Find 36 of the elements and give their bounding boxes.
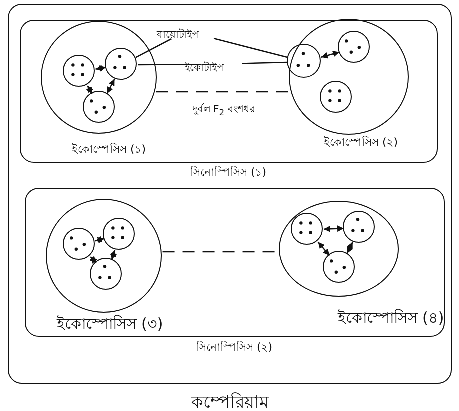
leader-label: বায়োটাইপ bbox=[157, 30, 199, 41]
ecotype-circle bbox=[90, 258, 122, 290]
group-caption: সিনোস্পিসিস (২) bbox=[196, 340, 273, 356]
ecotype-circle bbox=[342, 210, 374, 242]
ecotype-circle bbox=[62, 228, 94, 260]
ecospecies-caption: ইকোস্পেসিস (২) bbox=[324, 135, 398, 151]
arrow bbox=[106, 78, 116, 94]
arrow bbox=[96, 65, 106, 72]
leader-line bbox=[242, 62, 288, 64]
leader-line bbox=[138, 64, 186, 66]
ecotype-circle bbox=[290, 212, 322, 244]
ecospecies-caption: ইকোস্পোসিস (৪) bbox=[338, 308, 444, 329]
ecospecies-caption: ইকোস্পেসিস (১) bbox=[72, 142, 146, 158]
ecotype-circle bbox=[286, 44, 320, 78]
leader-line bbox=[214, 38, 289, 58]
ecotype-circle bbox=[82, 90, 114, 122]
leader-line bbox=[136, 38, 172, 58]
leader-label: ইকোটাইপ bbox=[185, 63, 224, 74]
ecospecies-caption: ইকোস্পোসিস (৩) bbox=[56, 314, 164, 335]
arrow bbox=[95, 236, 105, 244]
arrow bbox=[86, 86, 94, 94]
group-caption: সিনোস্পিসিস (১) bbox=[190, 164, 267, 180]
arrow bbox=[321, 50, 340, 59]
ecotype-circle bbox=[338, 30, 370, 62]
arrow bbox=[110, 250, 118, 260]
ecotype-circle bbox=[62, 54, 94, 86]
arrow bbox=[346, 242, 354, 254]
group-caption: কম্পেরিয়াম bbox=[192, 392, 268, 411]
arrow bbox=[318, 242, 330, 256]
arrow bbox=[90, 256, 98, 264]
arrow bbox=[324, 226, 344, 232]
ecotype-circle bbox=[322, 250, 354, 282]
ecotype-circle bbox=[102, 218, 134, 250]
ecotype-circle bbox=[104, 48, 136, 80]
ecotype-circle bbox=[320, 80, 352, 112]
edge-label: দুর্বল F$_{2}$ বংশধর bbox=[190, 102, 258, 118]
